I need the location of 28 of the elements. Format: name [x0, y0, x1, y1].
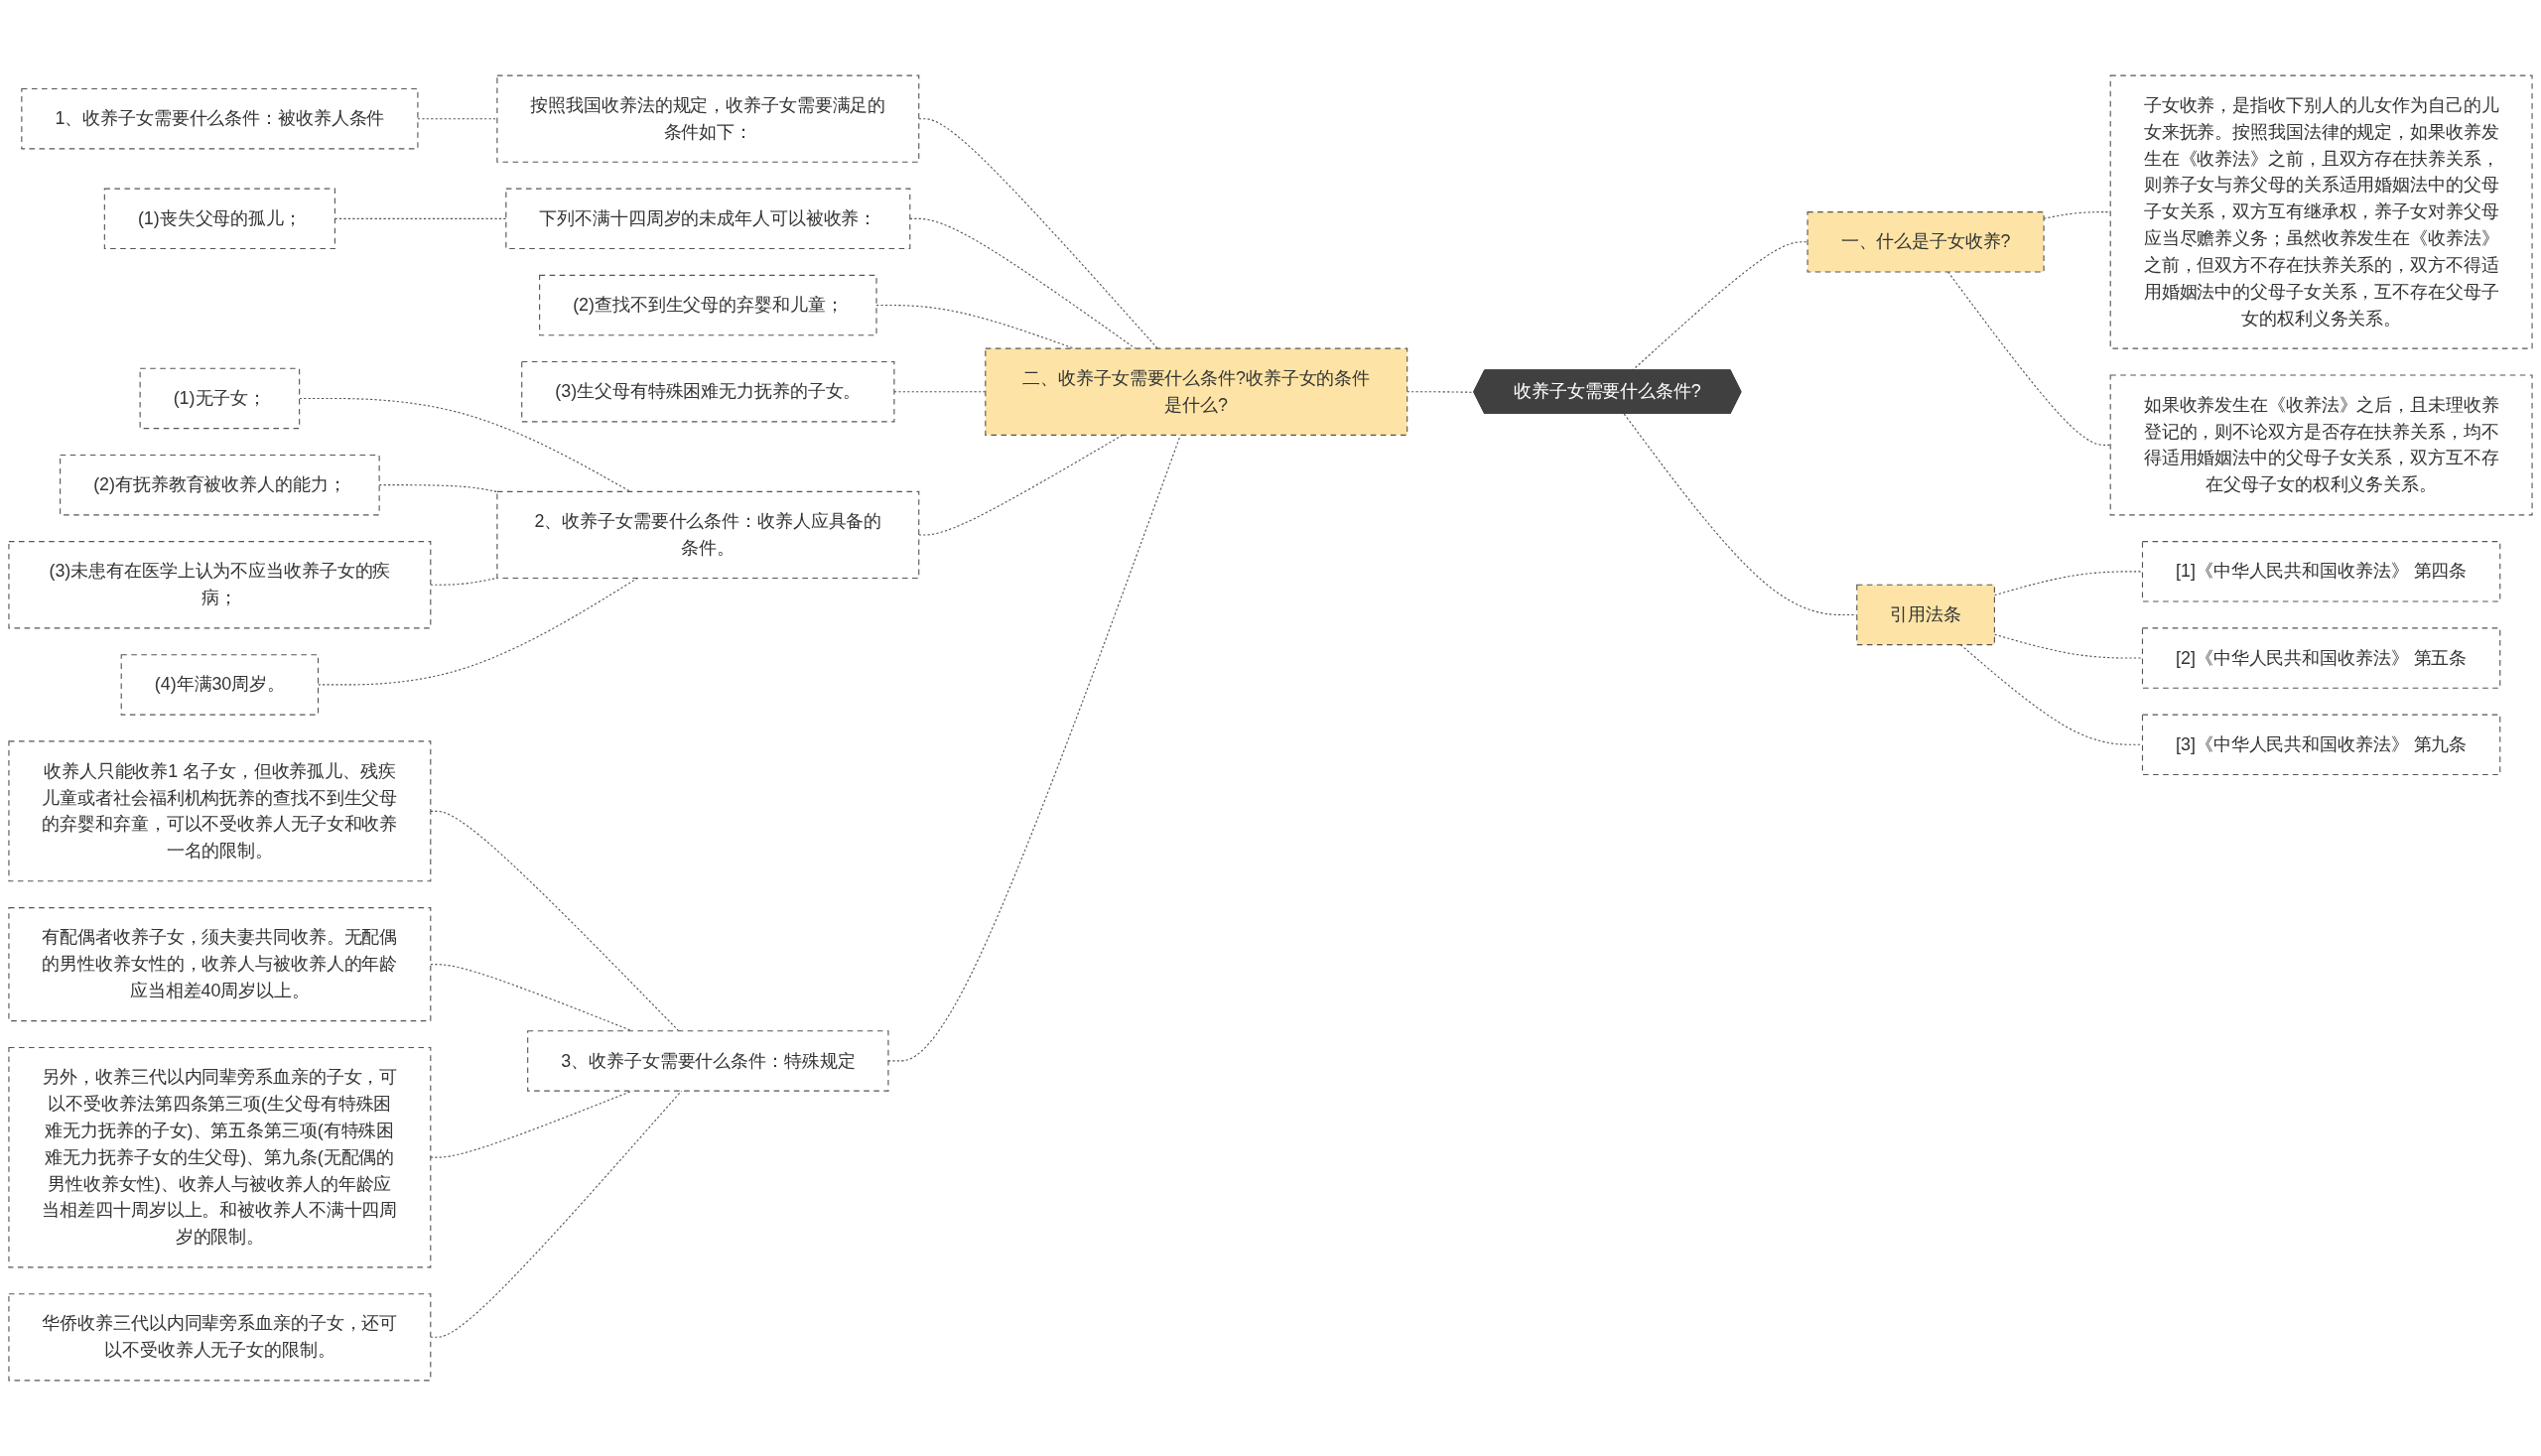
- connector: [430, 810, 680, 1032]
- node-box: 如果收养发生在《收养法》之后，且未理收养登记的，则不论双方是否存在扶养关系，均不得适用婚姻法中的父母子女关系，双方互不存在父母子女的权利义务关系。: [2109, 374, 2533, 516]
- node-box: 引用法条: [1856, 584, 1995, 646]
- node-box: (2)查找不到生父母的弃婴和儿童；: [539, 274, 877, 336]
- node-box: 华侨收养三代以内同辈旁系血亲的子女，还可以不受收养人无子女的限制。: [8, 1293, 432, 1382]
- connector: [909, 217, 1137, 349]
- node-box: (4)年满30周岁。: [120, 654, 320, 716]
- node-box: 下列不满十四周岁的未成年人可以被收养：: [505, 188, 911, 250]
- connector: [1947, 271, 2111, 446]
- connector: [887, 434, 1181, 1062]
- node-box: 2、收养子女需要什么条件：收养人应具备的条件。: [496, 490, 920, 580]
- node-box: 1、收养子女需要什么条件：被收养人条件: [21, 87, 419, 150]
- node-box: 一、什么是子女收养?: [1806, 211, 2045, 273]
- node-box: 按照我国收养法的规定，收养子女需要满足的条件如下：: [496, 74, 920, 163]
- node-box: (3)生父母有特殊困难无力抚养的子女。: [521, 361, 895, 423]
- node-box: 收养人只能收养1 名子女，但收养孤儿、残疾儿童或者社会福利机构抚养的查找不到生父母的弃婴和弃童，可以不受收养人无子女和收养一名的限制。: [8, 740, 432, 882]
- node-box: [2]《中华人民共和国收养法》 第五条: [2141, 627, 2501, 689]
- node-box: (1)无子女；: [139, 367, 301, 430]
- node-box: [3]《中华人民共和国收养法》 第九条: [2141, 714, 2501, 775]
- node-box: (3)未患有在医学上认为不应当收养子女的疾病；: [8, 541, 432, 629]
- node-box: (1)丧失父母的孤儿；: [103, 188, 335, 250]
- node-box: 3、收养子女需要什么条件：特殊规定: [527, 1030, 889, 1092]
- node-box: [1]《中华人民共和国收养法》 第四条: [2141, 541, 2501, 602]
- node-box: 另外，收养三代以内同辈旁系血亲的子女，可以不受收养法第四条第三项(生父母有特殊困难无力抚养的子女)、第五条第三项(有特殊困难无力抚养子女的生父母)、第九条(无配偶的男性收养女性)、收养人与被收养人的年龄应当相差四十周岁以上。和被收养人不满十四周岁的限制。: [8, 1046, 432, 1268]
- node-box: 二、收养子女需要什么条件?收养子女的条件是什么?: [985, 347, 1408, 436]
- node-box: (2)有抚养教育被收养人的能力；: [60, 454, 380, 516]
- node-box: 子女收养，是指收下别人的儿女作为自己的儿女来抚养。按照我国法律的规定，如果收养发生在《收养法》之前，且双方存在扶养关系，则养子女与养父母的关系适用婚姻法中的父母子女关系，双方互有继承权，养子女对养父母应当尽赡养义务；虽然收养发生在《收养法》之前，但双方不存在扶养关系的，双方不得适用婚姻法中的父母子女关系，互不存在父母子女的权利义务关系。: [2109, 74, 2533, 349]
- node-box: 有配偶者收养子女，须夫妻共同收养。无配偶的男性收养女性的，收养人与被收养人的年龄应当相差40周岁以上。: [8, 907, 432, 1022]
